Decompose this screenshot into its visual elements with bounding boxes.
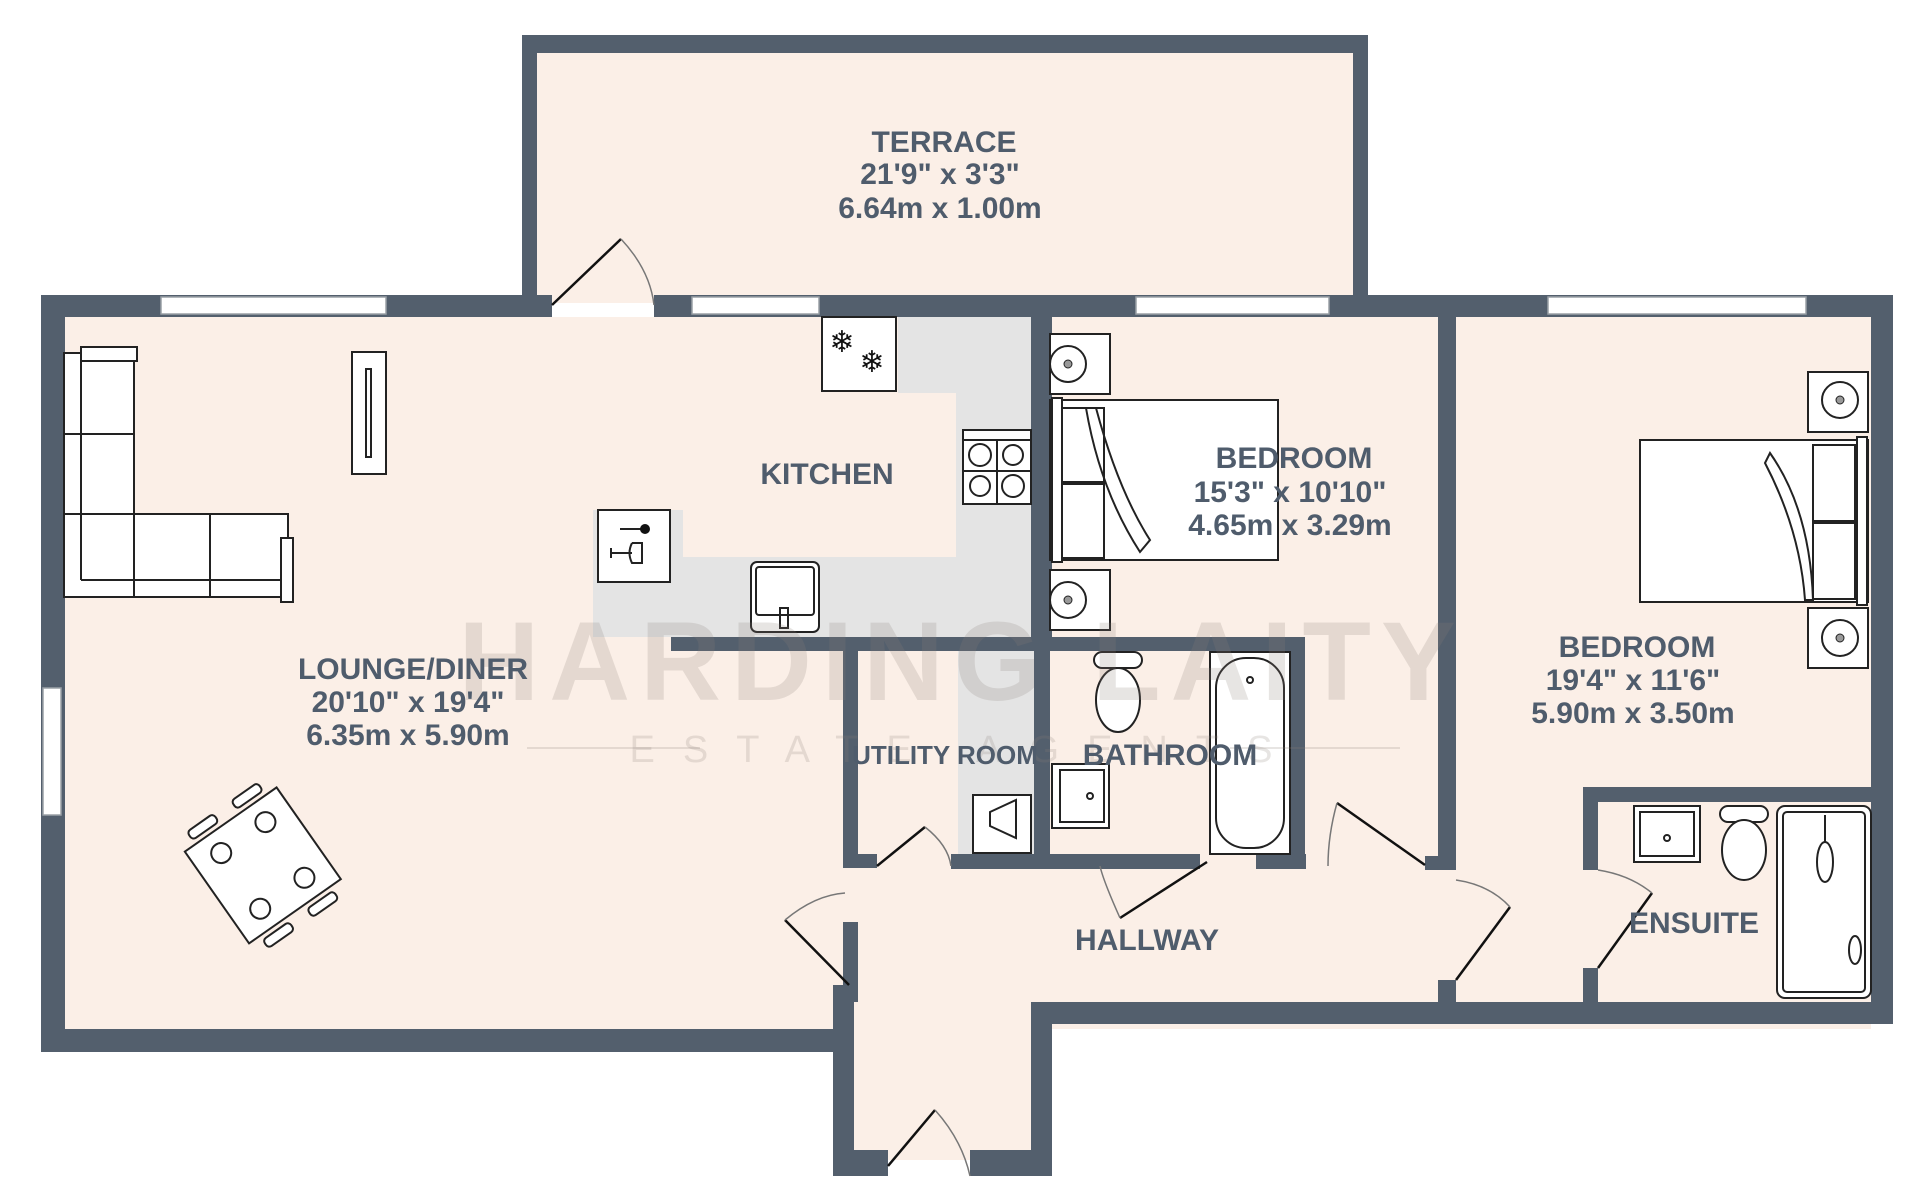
wine-cooler-icon xyxy=(597,509,671,583)
double-bed-icon xyxy=(1049,397,1279,563)
room-dimensions-metric: 5.90m x 3.50m xyxy=(1531,697,1734,730)
watermark: HARDING LAITY ESTATE AGENTS xyxy=(458,599,1465,771)
bedroom1-label: BEDROOM 15'3" x 10'10" 4.65m x 3.29m xyxy=(1188,442,1391,542)
dining-table-icon xyxy=(183,783,343,948)
fridge-freezer-icon: ❄ ❄ xyxy=(821,316,897,392)
toilet-icon xyxy=(1093,651,1143,733)
bedroom2-label: BEDROOM 19'4" x 11'6" 5.90m x 3.50m xyxy=(1531,631,1734,730)
window-bedroom1-top xyxy=(1135,296,1330,315)
lounge-label: LOUNGE/DINER 20'10" x 19'4" 6.35m x 5.90… xyxy=(298,653,528,752)
toilet-icon xyxy=(1719,805,1769,881)
bedside-lamp-icon xyxy=(1049,569,1111,631)
room-name: HALLWAY xyxy=(1075,924,1219,957)
entry-corridor-floor xyxy=(854,1000,1032,1160)
double-bed-icon xyxy=(1639,436,1869,606)
bedside-lamp-icon xyxy=(1807,371,1869,433)
window-kitchen-top xyxy=(691,296,820,315)
bedside-lamp-icon xyxy=(1049,333,1111,395)
hallway-label: HALLWAY xyxy=(1075,924,1219,957)
room-dimensions-imperial: 15'3" x 10'10" xyxy=(1194,476,1387,509)
room-name: TERRACE xyxy=(871,126,1016,159)
washing-machine-icon xyxy=(972,794,1032,854)
room-dimensions-imperial: 20'10" x 19'4" xyxy=(312,686,505,719)
room-dimensions-imperial: 19'4" x 11'6" xyxy=(1546,664,1721,697)
doors xyxy=(551,238,1654,1177)
bath-icon xyxy=(1209,651,1291,855)
utility-label: UTILITY ROOM xyxy=(852,740,1038,770)
terrace-label: TERRACE 21'9" x 3'3" 6.64m x 1.00m xyxy=(838,126,1041,225)
window-lounge-left xyxy=(42,687,62,816)
lounge-lower-floor xyxy=(65,1000,855,1030)
room-name: BEDROOM xyxy=(1559,631,1716,664)
basin-icon xyxy=(1633,805,1701,863)
window-lounge-top xyxy=(160,296,387,315)
room-name: KITCHEN xyxy=(760,458,893,491)
corner-sofa-icon xyxy=(63,346,294,603)
room-name: BATHROOM xyxy=(1083,739,1257,772)
window-bedroom2-top xyxy=(1547,296,1807,315)
room-dimensions-metric: 6.64m x 1.00m xyxy=(838,192,1041,225)
watermark-subtitle: ESTATE AGENTS xyxy=(630,729,1301,771)
svg-text:❄: ❄ xyxy=(829,326,854,359)
tv-unit-icon xyxy=(351,351,387,475)
room-dimensions-metric: 6.35m x 5.90m xyxy=(306,719,509,752)
room-dimensions-imperial: 21'9" x 3'3" xyxy=(860,158,1020,191)
kitchen-label: KITCHEN xyxy=(760,458,893,491)
shower-icon xyxy=(1776,805,1872,999)
kitchen-sink-icon xyxy=(750,561,820,633)
room-name: ENSUITE xyxy=(1629,907,1759,940)
bedside-lamp-icon xyxy=(1807,607,1869,669)
windows xyxy=(42,296,1807,816)
kitchen-counter xyxy=(593,317,1031,637)
watermark-brand: HARDING LAITY xyxy=(458,599,1465,724)
basin-icon xyxy=(1051,763,1110,829)
bathroom-label: BATHROOM xyxy=(1083,739,1257,772)
room-dimensions-metric: 4.65m x 3.29m xyxy=(1188,509,1391,542)
room-labels: TERRACE 21'9" x 3'3" 6.64m x 1.00m KITCH… xyxy=(298,126,1759,957)
hob-icon xyxy=(962,429,1032,505)
room-name: BEDROOM xyxy=(1216,442,1373,475)
svg-text:❄: ❄ xyxy=(859,346,884,379)
room-name: LOUNGE/DINER xyxy=(298,653,528,686)
ensuite-label: ENSUITE xyxy=(1629,907,1759,940)
room-name: UTILITY ROOM xyxy=(852,740,1038,770)
terrace-floor xyxy=(537,53,1353,303)
furniture: ❄ ❄ xyxy=(63,316,1872,999)
